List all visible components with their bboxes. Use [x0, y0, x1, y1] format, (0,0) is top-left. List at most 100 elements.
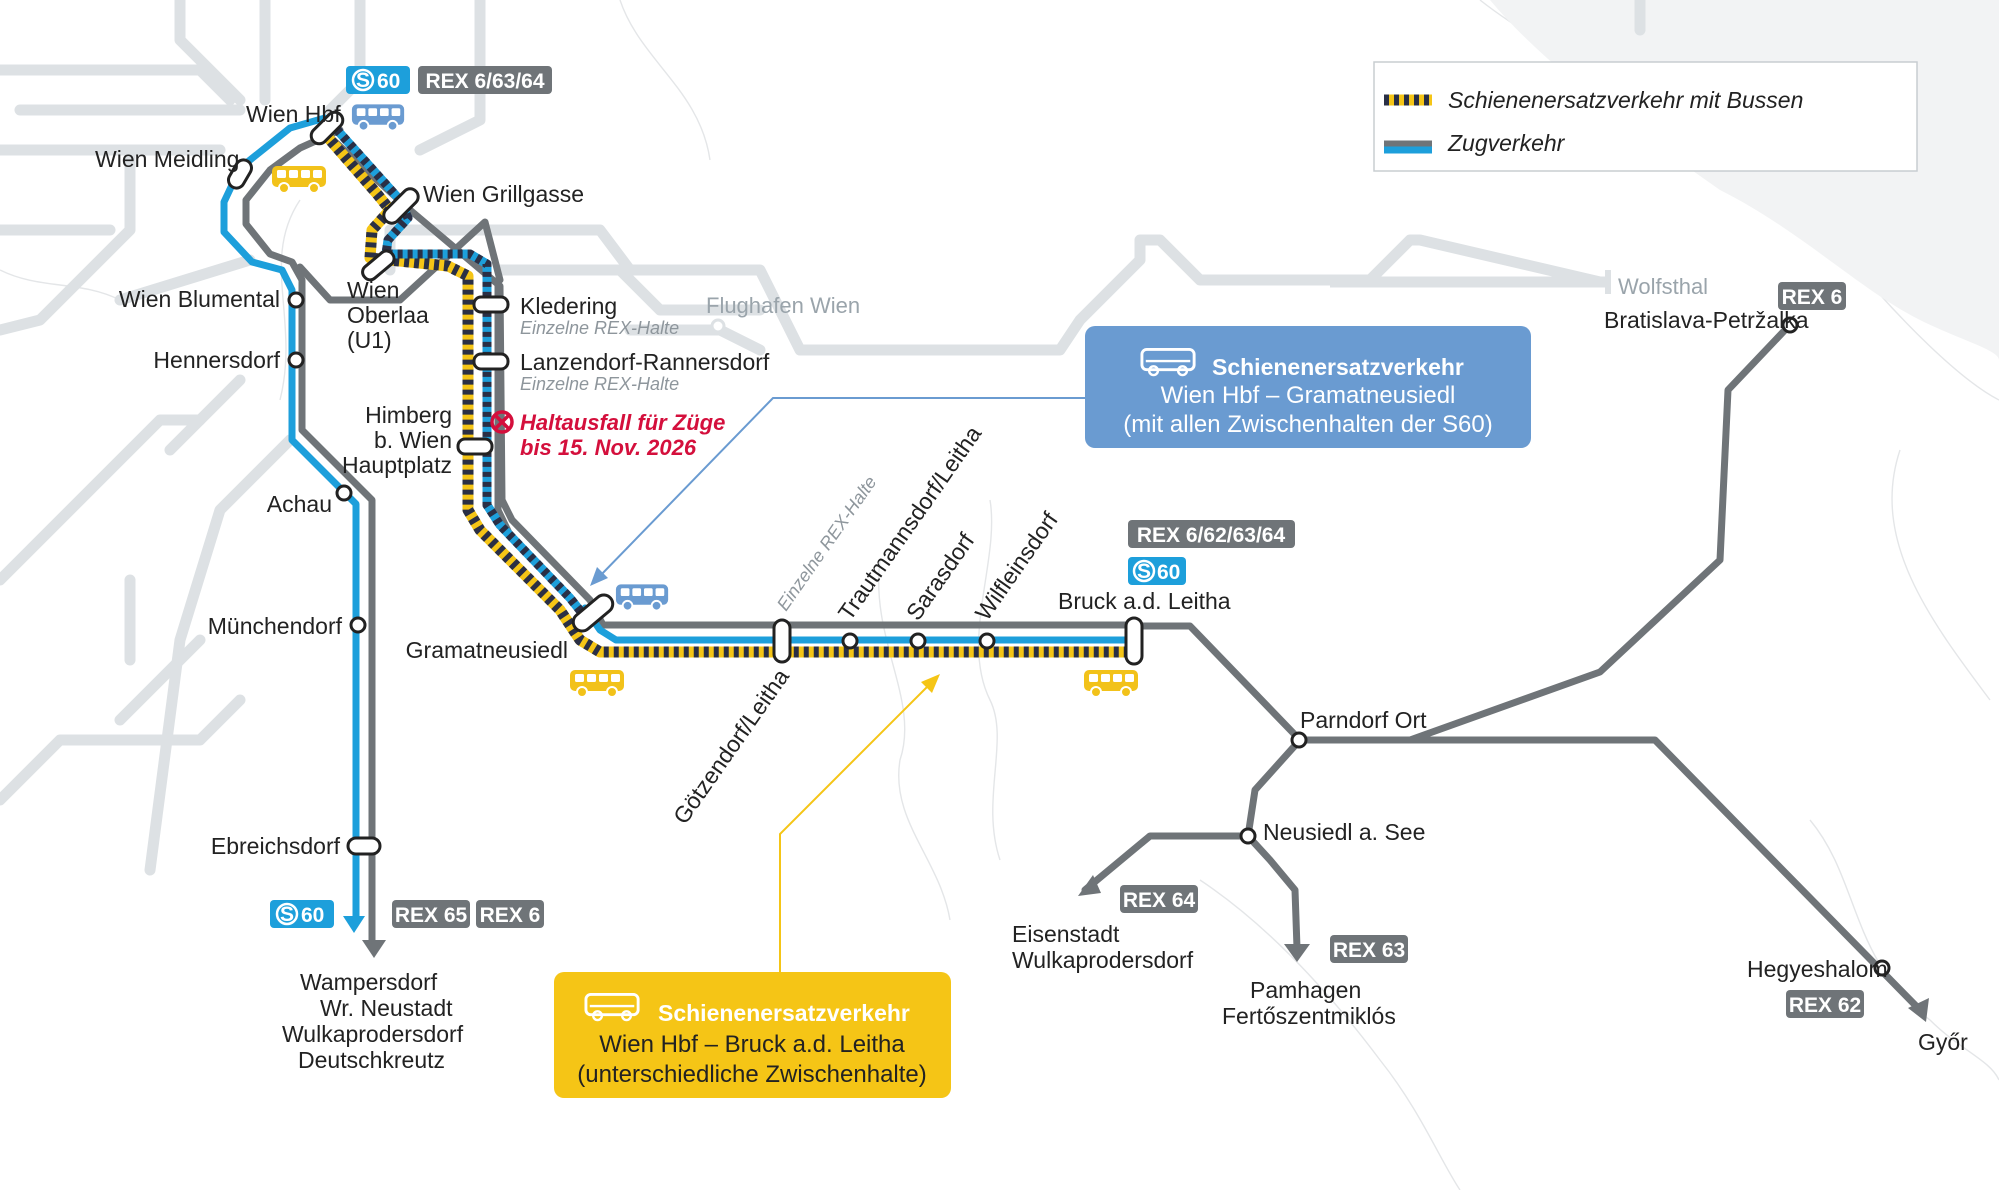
note-rex-halte-kledering: Einzelne REX-Halte	[520, 318, 679, 338]
legend-train: Zugverkehr	[1447, 130, 1566, 156]
label-wien-oberlaa-3: (U1)	[347, 327, 392, 353]
bus-icon-gramatneusiedl-blue	[614, 583, 670, 612]
haltausfall-marker	[490, 410, 514, 434]
badge-s60-top-num: 60	[377, 70, 400, 93]
label-wampersdorf-1: Wampersdorf	[300, 969, 438, 995]
label-wien-hbf: Wien Hbf	[246, 101, 341, 127]
bus-icon-top	[350, 103, 406, 132]
station-wien-meidling	[227, 158, 253, 190]
badge-s60-bruck-num: 60	[1157, 561, 1180, 584]
station-wien-hbf	[309, 110, 345, 146]
grey-main-west	[242, 126, 376, 944]
label-wien-blumental: Wien Blumental	[119, 286, 280, 312]
label-sarasdorf: Sarasdorf	[901, 528, 980, 625]
flughafen-stop	[710, 318, 726, 334]
label-bruck: Bruck a.d. Leitha	[1058, 588, 1231, 614]
badge-rex62-text: REX 62	[1789, 994, 1861, 1017]
badge-rex6-bratislava: REX 6	[1778, 282, 1846, 310]
station-parndorf	[1290, 731, 1308, 749]
label-wampersdorf-4: Deutschkreutz	[298, 1047, 445, 1073]
pointer-yellow-head	[921, 674, 940, 693]
label-goetzendorf: Götzendorf/Leitha	[668, 664, 794, 829]
label-gramatneusiedl: Gramatneusiedl	[406, 637, 568, 663]
badge-rex-bruck: REX 6/62/63/64	[1128, 520, 1295, 548]
label-himberg-2: b. Wien	[374, 427, 452, 453]
arrow-s60-south	[343, 916, 365, 933]
blue-box-line2: (mit allen Zwischenhalten der S60)	[1123, 411, 1493, 438]
label-pamhagen-1: Pamhagen	[1250, 977, 1361, 1003]
badge-rex6-bottom-text: REX 6	[480, 904, 541, 927]
label-pamhagen-2: Fertőszentmiklós	[1222, 1003, 1396, 1029]
blue-box-title: Schienenersatzverkehr	[1212, 354, 1464, 380]
label-hennersdorf: Hennersdorf	[153, 347, 280, 373]
label-wien-oberlaa-1: Wien	[347, 277, 399, 303]
svg-text:S: S	[280, 903, 294, 926]
badge-rex-top: REX 6/63/64	[418, 66, 552, 94]
badge-rex65-text: REX 65	[395, 904, 468, 927]
label-hegyeshalom: Hegyeshalom	[1747, 956, 1888, 982]
station-kledering-blank	[476, 299, 506, 310]
badge-rex62: REX 62	[1786, 990, 1864, 1018]
badge-rex63-text: REX 63	[1333, 939, 1405, 962]
label-himberg-3: Hauptplatz	[342, 452, 452, 478]
station-hennersdorf	[287, 351, 305, 369]
legend: Schienenersatzverkehr mit Bussen Zugverk…	[1373, 61, 1918, 172]
grey-line-kledering	[318, 126, 1144, 629]
badge-rex6-bottom: REX 6	[476, 900, 544, 928]
label-wien-grillgasse: Wien Grillgasse	[423, 181, 584, 207]
label-eisenstadt-1: Eisenstadt	[1012, 921, 1120, 947]
blue-box-line1: Wien Hbf – Gramatneusiedl	[1161, 382, 1456, 409]
svg-text:S: S	[356, 69, 370, 92]
label-bratislava: Bratislava-Petržalka	[1604, 307, 1809, 333]
label-trautmannsdorf: Trautmannsdorf/Leitha	[833, 421, 987, 625]
station-wien-grillgasse	[382, 187, 420, 225]
bus-icon-meidling	[271, 165, 327, 194]
station-achau	[335, 484, 353, 502]
label-achau: Achau	[267, 491, 332, 517]
badge-rex63: REX 63	[1330, 935, 1408, 963]
badge-rex65: REX 65	[392, 900, 470, 928]
arrow-eisenstadt	[1078, 875, 1101, 896]
badge-s60-bottom: S 60	[270, 900, 334, 928]
station-wilfleinsdorf	[978, 632, 996, 650]
station-himberg	[456, 437, 494, 456]
badge-rex-bruck-text: REX 6/62/63/64	[1137, 524, 1286, 547]
info-box-blue: Schienenersatzverkehr Wien Hbf – Gramatn…	[1085, 326, 1531, 448]
label-gyor: Győr	[1918, 1029, 1968, 1055]
station-bratislava	[1781, 316, 1799, 334]
label-wien-oberlaa-2: Oberlaa	[347, 302, 429, 328]
label-wolfsthal: Wolfsthal	[1618, 274, 1708, 299]
badge-rex6-bratislava-text: REX 6	[1782, 286, 1843, 309]
badge-s60-bruck: S 60	[1128, 557, 1186, 585]
label-wilfleinsdorf: Wilfleinsdorf	[970, 507, 1063, 625]
info-box-yellow: Schienenersatzverkehr Wien Hbf – Bruck a…	[554, 972, 951, 1098]
station-neusiedl	[1239, 827, 1257, 845]
station-trautmannsdorf	[841, 632, 859, 650]
badge-rex64: REX 64	[1120, 885, 1198, 913]
label-wien-meidling: Wien Meidling	[95, 146, 239, 172]
badge-s60-bottom-num: 60	[301, 904, 324, 927]
label-eisenstadt-2: Wulkaprodersdorf	[1012, 947, 1194, 973]
label-lanzendorf: Lanzendorf-Rannersdorf	[520, 349, 770, 375]
pointer-blue	[597, 397, 1085, 579]
svg-text:S: S	[1137, 560, 1151, 583]
bus-icon-bruck-yellow	[1083, 669, 1139, 698]
badge-rex-top-text: REX 6/63/64	[425, 70, 544, 93]
yellow-box-title: Schienenersatzverkehr	[658, 1000, 910, 1026]
station-muenchendorf	[349, 616, 367, 634]
note-rex-halte-lanzendorf: Einzelne REX-Halte	[520, 374, 679, 394]
haltausfall-line-1: Haltausfall für Züge	[520, 410, 725, 435]
label-flughafen: Flughafen Wien	[706, 293, 860, 318]
station-wien-oberlaa	[361, 249, 396, 282]
station-wien-blumental	[287, 291, 305, 309]
label-neusiedl: Neusiedl a. See	[1263, 819, 1425, 845]
yellow-box-line1: Wien Hbf – Bruck a.d. Leitha	[599, 1031, 905, 1058]
station-lanzendorf	[472, 352, 510, 371]
bus-icon-gramatneusiedl-yellow	[569, 669, 625, 698]
station-ebreichsdorf	[346, 836, 382, 856]
haltausfall-line-2: bis 15. Nov. 2026	[520, 435, 697, 460]
arrow-gyor	[1908, 998, 1929, 1022]
station-goetzendorf	[772, 618, 792, 664]
label-parndorf: Parndorf Ort	[1300, 707, 1427, 733]
